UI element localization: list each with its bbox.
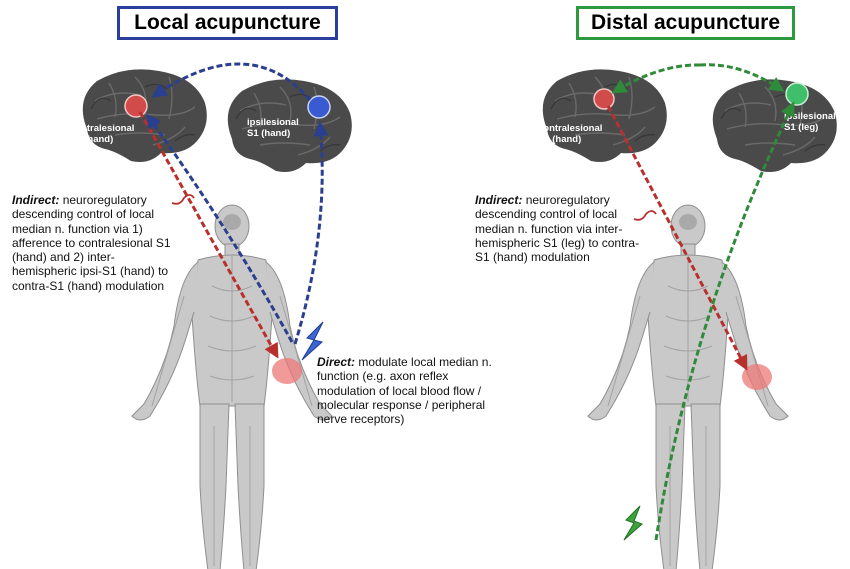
s1-leg-spot-ipsilesional-distal [786,83,808,105]
target-hand-distal [742,364,772,390]
annotation-indirect-local-heading: Indirect: [12,193,59,207]
annotation-indirect-distal-heading: Indirect: [475,193,522,207]
annotation-direct-local-heading: Direct: [317,355,355,369]
brain-contralesional-local [83,69,207,162]
annotation-direct-local: Direct: modulate local median n. functio… [317,355,497,426]
annotation-indirect-local-text: neuroregulatory descending control of lo… [12,193,171,293]
annotation-indirect-local: Indirect: neuroregulatory descending con… [12,193,174,293]
panel-title-local-text: Local acupuncture [134,11,321,35]
panel-title-distal-text: Distal acupuncture [591,11,780,35]
acupoint-hand-local [272,358,302,384]
lightning-stimulus-icon-distal [624,506,642,540]
s1-hand-spot-contralesional-local [125,95,147,117]
brain-contralesional-distal [543,69,667,162]
s1-hand-spot-ipsilesional-local [308,96,330,118]
panel-title-distal: Distal acupuncture [576,6,795,40]
s1-hand-spot-contralesional-distal [594,89,614,109]
panel-title-local: Local acupuncture [117,6,338,40]
annotation-indirect-distal: Indirect: neuroregulatory descending con… [475,193,640,264]
